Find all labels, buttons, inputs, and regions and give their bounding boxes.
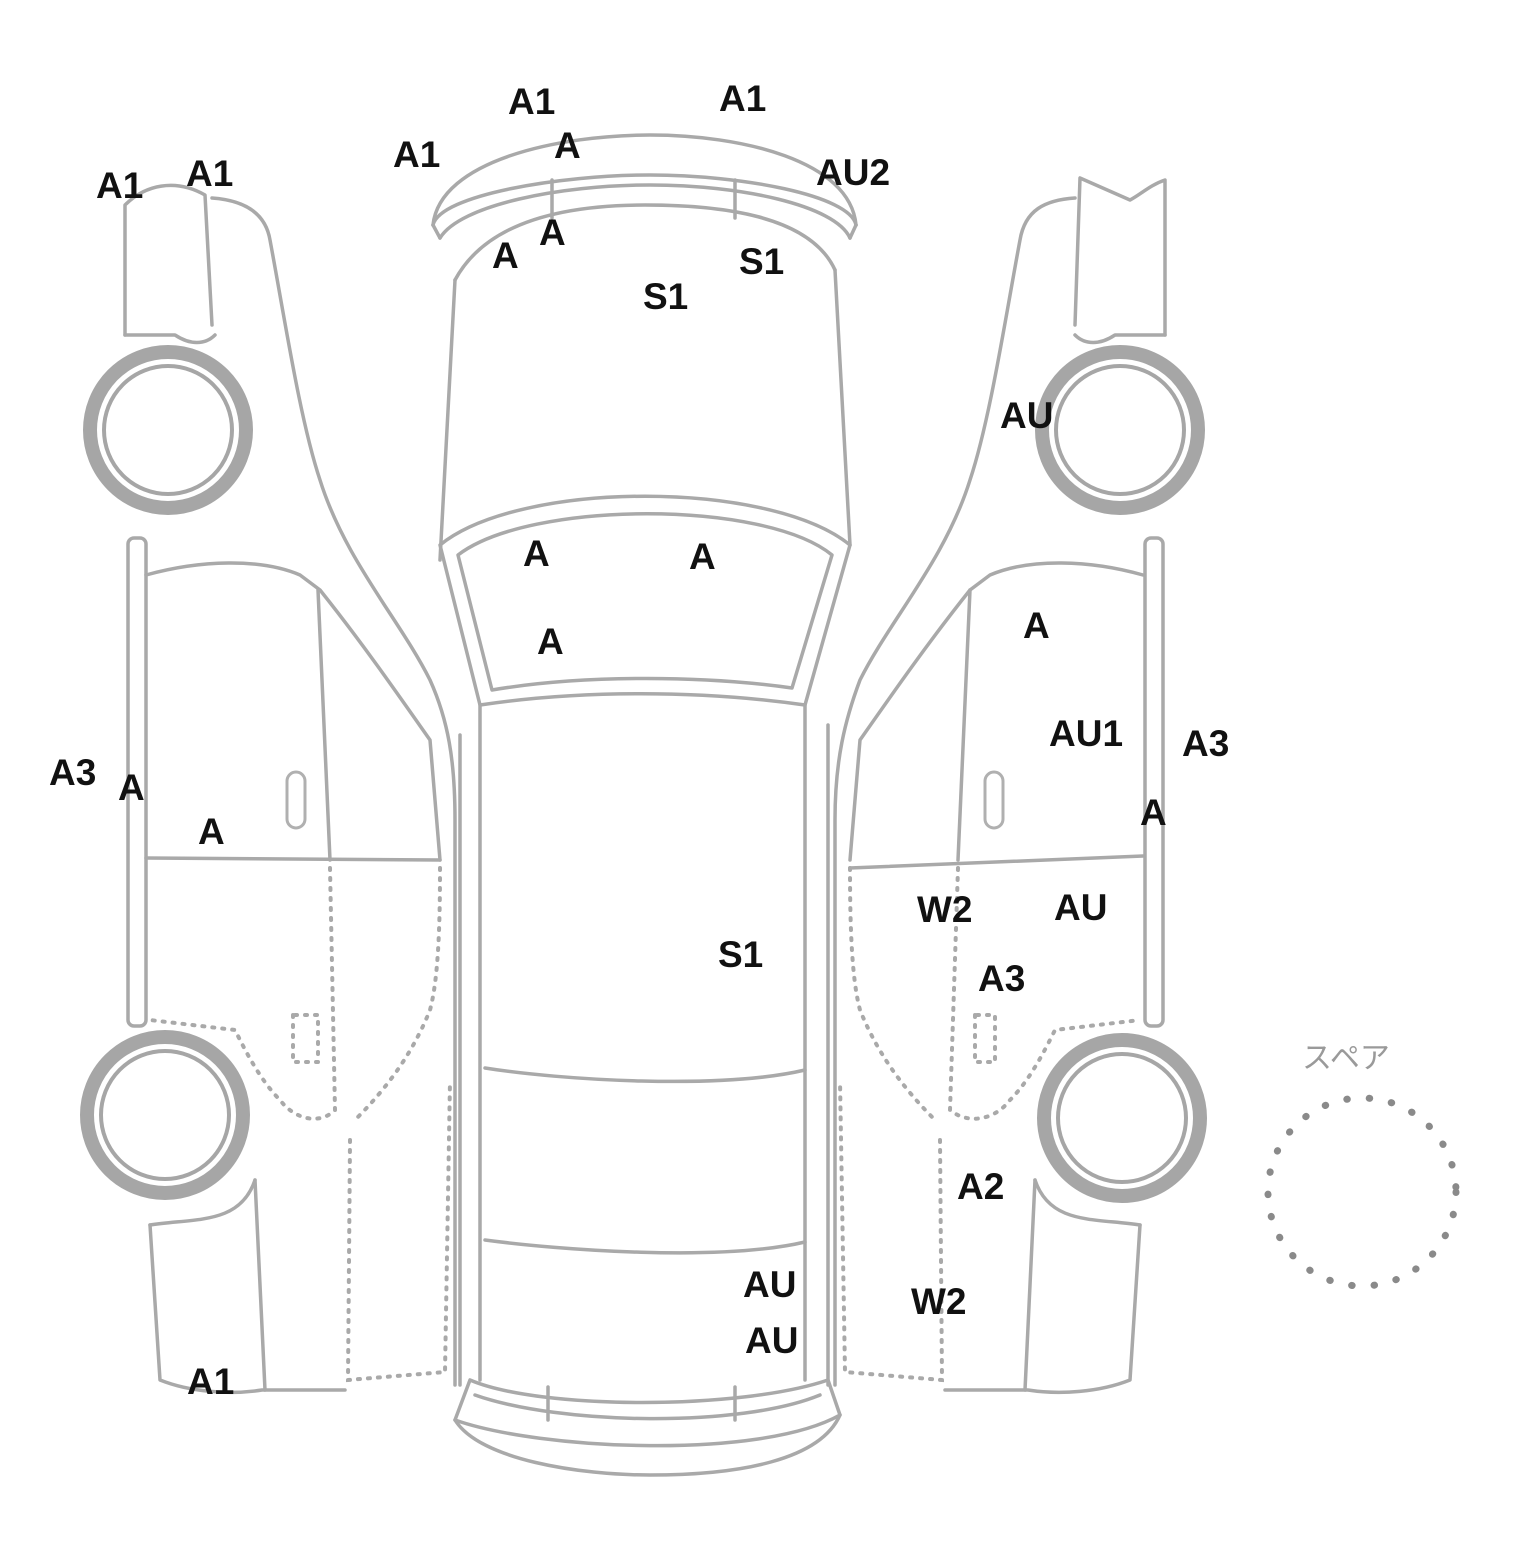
damage-mark: A3	[49, 752, 96, 793]
damage-mark: A1	[508, 81, 555, 122]
damage-mark: A	[554, 125, 581, 166]
damage-mark: A	[539, 212, 566, 253]
spare-tire-circle	[1264, 1094, 1460, 1290]
damage-mark: A	[537, 621, 564, 662]
damage-marks: A1 A1 A1 A1 A1 A AU2 A A S1 S1 AU A A A …	[49, 78, 1229, 1402]
spare-tire: スペア	[1264, 1041, 1460, 1290]
damage-mark: AU	[1054, 887, 1107, 928]
damage-mark: A2	[957, 1166, 1004, 1207]
damage-mark: S1	[643, 276, 688, 317]
damage-mark: A	[118, 767, 145, 808]
damage-mark: AU	[743, 1264, 796, 1305]
damage-mark: A3	[1182, 723, 1229, 764]
damage-mark: A3	[978, 958, 1025, 999]
damage-mark: W2	[917, 889, 973, 930]
damage-mark: AU1	[1049, 713, 1123, 754]
damage-mark: A	[492, 235, 519, 276]
damage-mark: A1	[719, 78, 766, 119]
damage-mark: A1	[393, 134, 440, 175]
damage-mark: A	[689, 536, 716, 577]
damage-mark: S1	[739, 241, 784, 282]
damage-mark: A	[1023, 605, 1050, 646]
left-side-view	[80, 183, 457, 1395]
damage-mark: AU2	[816, 152, 890, 193]
damage-mark: AU	[1000, 395, 1053, 436]
damage-mark: A1	[96, 165, 143, 206]
damage-mark: AU	[745, 1320, 798, 1361]
damage-mark: A	[1140, 792, 1167, 833]
damage-mark: S1	[718, 934, 763, 975]
damage-mark: A1	[187, 1361, 234, 1402]
damage-mark: A	[523, 533, 550, 574]
spare-label: スペア	[1302, 1041, 1390, 1076]
damage-mark: A1	[186, 153, 233, 194]
right-side-view	[833, 176, 1207, 1395]
damage-mark: A	[198, 811, 225, 852]
top-view	[431, 133, 858, 1477]
damage-mark: W2	[911, 1281, 967, 1322]
